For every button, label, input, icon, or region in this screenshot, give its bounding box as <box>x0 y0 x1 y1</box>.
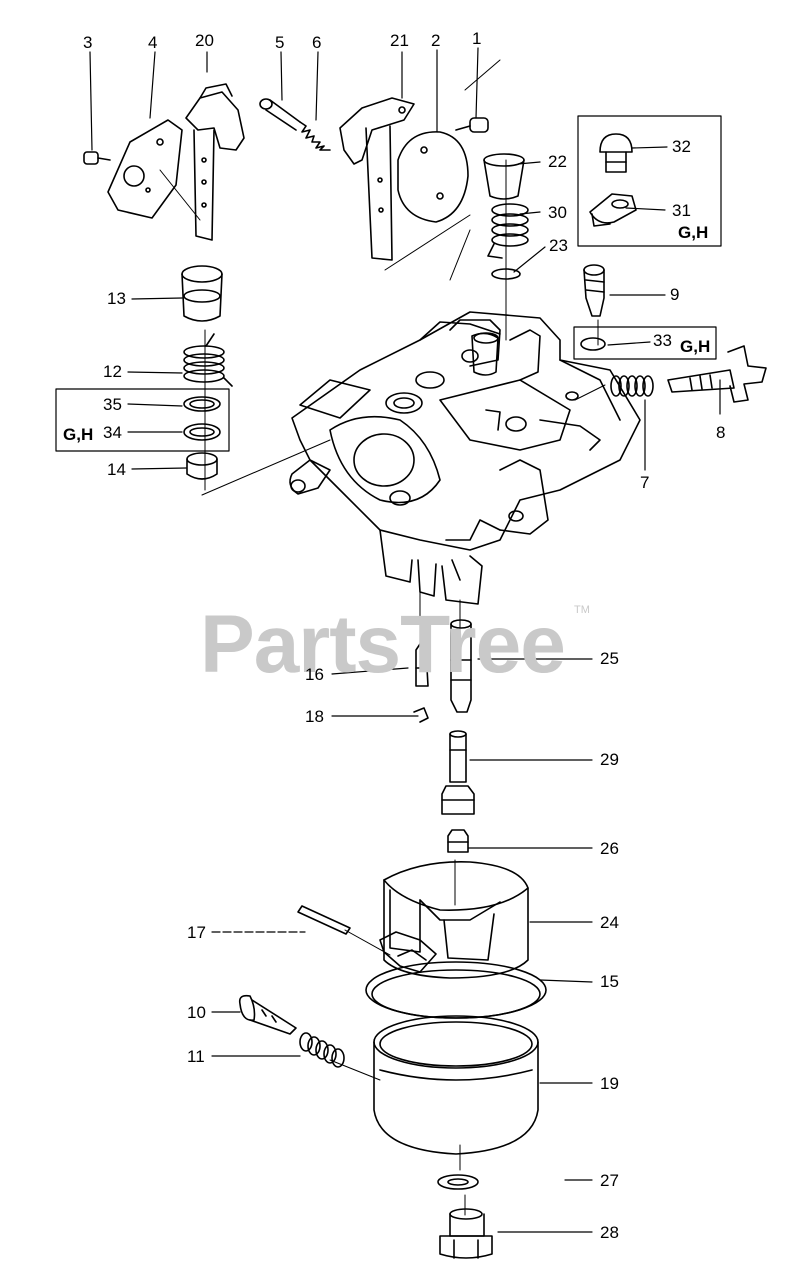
part-19-float-bowl <box>374 1016 538 1154</box>
gh-kit-label-right: G,H <box>678 223 709 242</box>
part-26-main-jet <box>448 830 468 852</box>
callout-14: 14 <box>107 460 126 479</box>
part-35-washer <box>184 397 220 411</box>
part-18-clip <box>414 708 428 722</box>
callout-20: 20 <box>195 31 214 50</box>
callout-6: 6 <box>312 33 322 52</box>
callout-7: 7 <box>640 473 650 492</box>
part-31-limiter-cap <box>590 194 636 226</box>
part-24-float <box>380 862 528 978</box>
part-23-oring <box>492 269 520 279</box>
gh-kit-box-left <box>56 389 229 451</box>
callout-30: 30 <box>548 203 567 222</box>
part-12-spring <box>184 334 232 386</box>
callout-9: 9 <box>670 285 680 304</box>
carburetor-body <box>290 312 640 604</box>
part-34-washer <box>184 424 220 440</box>
part-15-gasket <box>366 962 546 1018</box>
part-21-choke-shaft <box>340 98 414 260</box>
callout-17: 17 <box>187 923 206 942</box>
part-7-spring <box>611 376 653 396</box>
part-28-bowl-nut <box>440 1209 492 1258</box>
part-4-throttle-plate <box>108 120 182 218</box>
gh-kit-box-mid <box>574 327 716 359</box>
partstree-watermark: PartsTree <box>200 599 566 690</box>
part-6-spring <box>300 122 330 150</box>
gh-kit-label-left: G,H <box>63 425 94 444</box>
part-2-choke-plate <box>398 132 468 222</box>
callout-2: 2 <box>431 31 441 50</box>
callout-34: 34 <box>103 423 122 442</box>
part-16-needle-valve <box>416 644 428 686</box>
callout-26: 26 <box>600 839 619 858</box>
callout-15: 15 <box>600 972 619 991</box>
part-33-oring <box>581 338 605 350</box>
part-11-spring <box>300 1033 344 1067</box>
part-25-emulsion-tube <box>451 620 471 712</box>
callout-18: 18 <box>305 707 324 726</box>
part-5-screw <box>260 99 300 130</box>
callout-35: 35 <box>103 395 122 414</box>
callout-5: 5 <box>275 33 285 52</box>
assembly-lines <box>160 60 605 1215</box>
callout-8: 8 <box>716 423 726 442</box>
callout-28: 28 <box>600 1223 619 1242</box>
callout-33: 33 <box>653 331 672 350</box>
callout-13: 13 <box>107 289 126 308</box>
callout-4: 4 <box>148 33 158 52</box>
gh-kit-label-mid: G,H <box>680 337 711 356</box>
leader-lines <box>90 48 720 1232</box>
callout-32: 32 <box>672 137 691 156</box>
callout-27: 27 <box>600 1171 619 1190</box>
callout-24: 24 <box>600 913 619 932</box>
callout-29: 29 <box>600 750 619 769</box>
callout-3: 3 <box>83 33 93 52</box>
callout-16: 16 <box>305 665 324 684</box>
part-3-screw <box>84 152 110 164</box>
callout-31: 31 <box>672 201 691 220</box>
part-14-bushing <box>187 453 217 479</box>
callout-21: 21 <box>390 31 409 50</box>
part-27-washer <box>438 1175 478 1189</box>
callout-19: 19 <box>600 1074 619 1093</box>
part-29-main-nozzle <box>442 731 474 814</box>
trademark-symbol: TM <box>574 604 590 616</box>
part-8-idle-screw <box>668 346 766 402</box>
part-22-cap <box>484 154 524 199</box>
callout-12: 12 <box>103 362 122 381</box>
part-13-seal <box>182 266 222 321</box>
part-20-throttle-shaft <box>186 84 244 240</box>
callout-22: 22 <box>548 152 567 171</box>
part-17-pin <box>298 906 350 934</box>
callout-1: 1 <box>472 29 482 48</box>
part-1-screw <box>456 118 488 132</box>
part-9-pilot-screw <box>584 265 604 316</box>
part-10-screw <box>240 996 296 1034</box>
part-30-spring <box>488 204 528 258</box>
gh-kit-box-right <box>578 116 721 246</box>
callout-25: 25 <box>600 649 619 668</box>
part-32-screw <box>600 134 632 172</box>
callout-11: 11 <box>187 1047 205 1066</box>
callout-10: 10 <box>187 1003 206 1022</box>
callout-23: 23 <box>549 236 568 255</box>
